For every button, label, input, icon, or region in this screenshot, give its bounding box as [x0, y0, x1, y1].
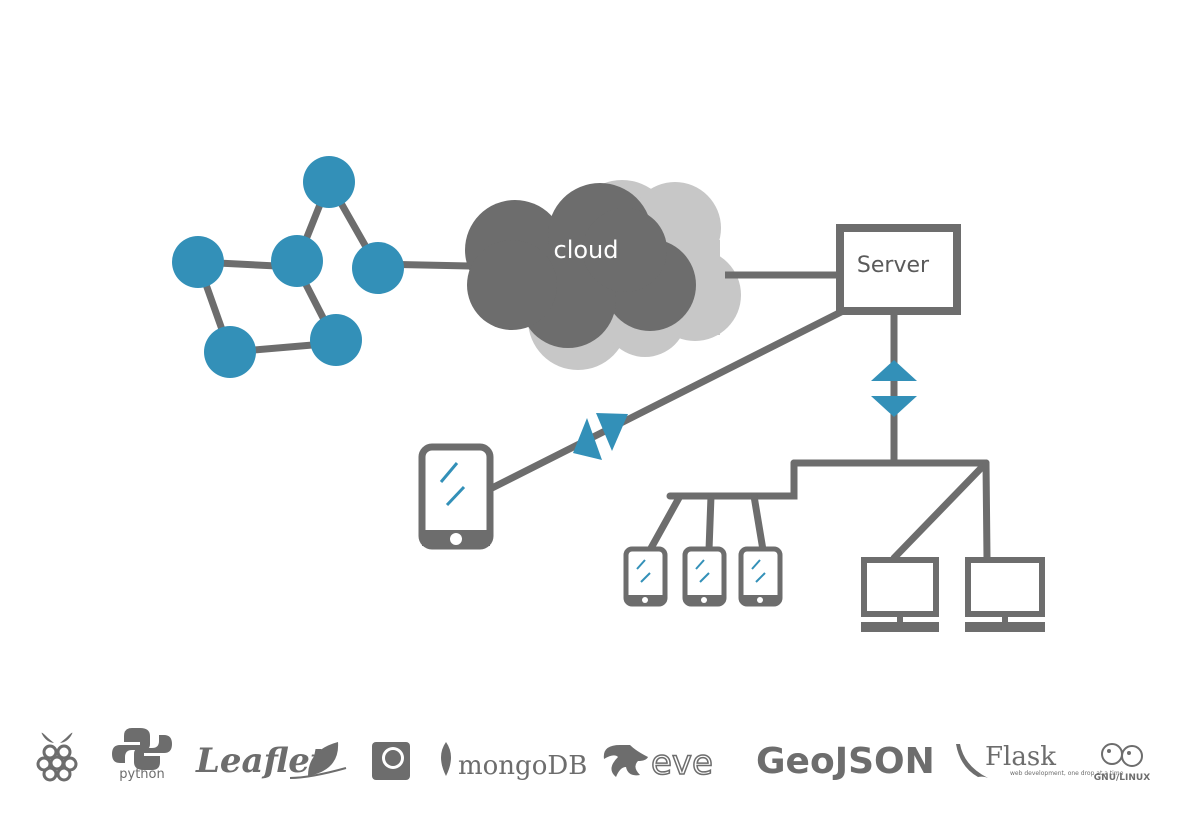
sensor-network — [172, 156, 474, 378]
cloud-body — [465, 183, 696, 348]
leaf-icon — [289, 742, 347, 779]
network-node — [204, 326, 256, 378]
mongodb-logo: mongoDB — [441, 742, 587, 781]
server-label: Server — [857, 253, 930, 278]
arrow-icon — [573, 418, 602, 460]
network-node — [352, 242, 404, 294]
leaflet-logo: Leaflet — [195, 741, 347, 781]
arrow-icon — [596, 413, 628, 451]
computer-monitor-icon — [965, 557, 1045, 632]
server-box — [836, 224, 961, 315]
eve-leaf-icon — [603, 745, 648, 777]
leaflet-label: Leaflet — [195, 741, 326, 781]
smartphone-icon — [682, 546, 727, 607]
gnu-linux-logo: GNU/LINUX — [1094, 743, 1150, 783]
server-to-clients-connection — [871, 311, 917, 463]
network-node — [172, 236, 224, 288]
server: Server — [836, 224, 961, 315]
smartphone-icon — [623, 546, 668, 607]
cloud: cloud — [465, 180, 741, 370]
server-to-phone-connection — [488, 307, 847, 492]
geojson-label: GeoJSON — [756, 741, 935, 782]
computers — [861, 557, 1045, 632]
small-phones — [623, 546, 783, 607]
arrow-down-icon — [871, 396, 917, 417]
mongodb-label: mongoDB — [458, 751, 587, 781]
gnu-linux-label: GNU/LINUX — [1094, 773, 1150, 783]
flask-logo: Flask web development, one drop at a tim… — [956, 742, 1124, 778]
network-node — [303, 156, 355, 208]
computer-monitor-icon — [861, 557, 939, 632]
flask-subtext: web development, one drop at a time — [1010, 770, 1124, 777]
network-node — [310, 314, 362, 366]
smartphone-icon — [418, 443, 494, 550]
gnu-tux-icon — [1101, 743, 1143, 767]
network-node — [271, 235, 323, 287]
flask-label: Flask — [985, 742, 1056, 772]
raspberry-icon — [36, 732, 78, 782]
python-icon — [112, 728, 172, 770]
python-logo: python — [112, 728, 172, 782]
openstreetmap-icon — [372, 742, 410, 780]
smartphone-icon — [738, 546, 783, 607]
arrow-up-icon — [871, 360, 917, 381]
flask-horn-icon — [956, 744, 988, 778]
python-label: python — [119, 767, 164, 782]
eve-logo: eve — [603, 742, 714, 784]
cloud-label: cloud — [554, 236, 619, 264]
client-tree — [646, 459, 991, 562]
eve-label: eve — [651, 743, 713, 783]
network-nodes — [172, 156, 404, 378]
technology-logos: python Leaflet mongoDB eve GeoJSON — [36, 728, 1150, 784]
mongodb-leaf-icon — [441, 742, 451, 776]
